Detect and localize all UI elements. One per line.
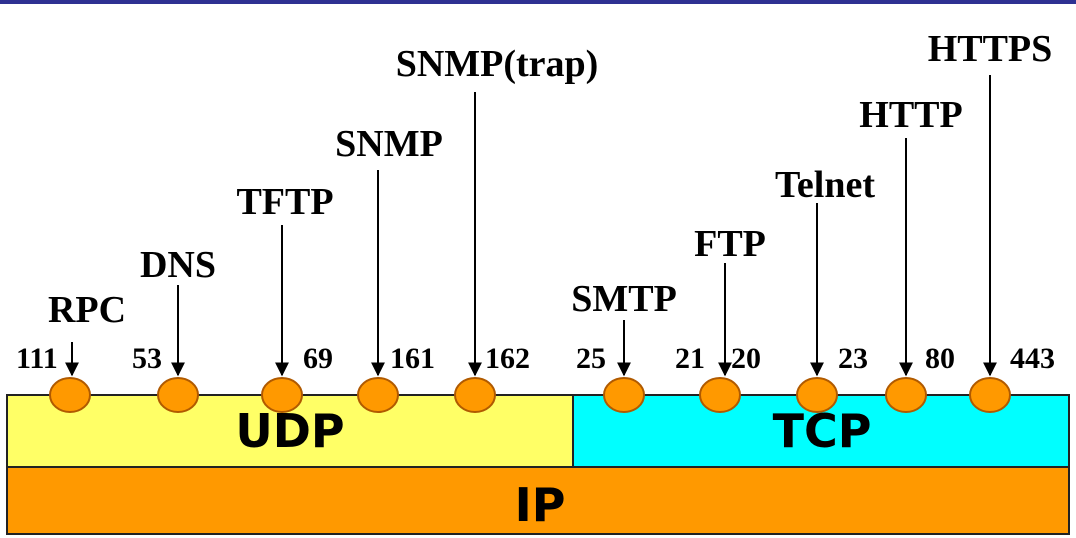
ip-label: IP — [515, 478, 566, 532]
port-dns-name: DNS — [140, 244, 216, 286]
port-smtp-name: SMTP — [571, 278, 677, 320]
port-tftp-name: TFTP — [236, 181, 333, 223]
port-snmp-name: SNMP — [335, 123, 443, 165]
tcp-label: TCP — [773, 404, 872, 458]
port-rpc: RPC 111 — [16, 289, 126, 413]
ip-box — [6, 466, 1070, 535]
port-http: HTTP 80 — [859, 94, 963, 413]
port-snmp-trap-name: SNMP(trap) — [396, 43, 599, 85]
port-smtp-circle — [603, 377, 645, 413]
port-snmp-trap: SNMP(trap) 162 — [396, 43, 599, 413]
port-dns-number: 53 — [132, 342, 162, 375]
port-snmp: SNMP 161 — [335, 123, 443, 413]
port-smtp-number: 25 — [576, 342, 606, 375]
port-ftp-circle — [699, 377, 741, 413]
port-rpc-circle — [49, 377, 91, 413]
port-ftp-number-20: 20 — [731, 342, 761, 375]
port-tftp-circle — [261, 377, 303, 413]
port-telnet-number: 23 — [838, 342, 868, 375]
port-https-number: 443 — [1010, 342, 1055, 375]
port-dns-circle — [157, 377, 199, 413]
port-telnet-circle — [796, 377, 838, 413]
port-http-circle — [885, 377, 927, 413]
port-smtp: SMTP 25 — [571, 278, 677, 413]
port-tftp-number: 69 — [303, 342, 333, 375]
port-dns: DNS 53 — [132, 244, 216, 413]
port-ftp: FTP 21 20 — [675, 223, 766, 413]
port-https-circle — [969, 377, 1011, 413]
port-snmp-trap-number: 162 — [485, 342, 530, 375]
port-http-name: HTTP — [859, 94, 962, 136]
port-telnet: Telnet 23 — [775, 164, 875, 413]
port-snmp-number: 161 — [390, 342, 435, 375]
port-ftp-name: FTP — [694, 223, 766, 265]
port-http-number: 80 — [925, 342, 955, 375]
port-ftp-number-21: 21 — [675, 342, 705, 375]
port-rpc-number: 111 — [16, 342, 58, 375]
port-rpc-name: RPC — [48, 289, 126, 331]
port-snmp-trap-circle — [454, 377, 496, 413]
port-telnet-name: Telnet — [775, 164, 875, 206]
port-https: HTTPS 443 — [928, 28, 1055, 413]
port-tftp: TFTP 69 — [236, 181, 334, 413]
port-https-name: HTTPS — [928, 28, 1053, 70]
udp-label: UDP — [235, 404, 344, 458]
top-rule — [0, 0, 1076, 4]
port-snmp-circle — [357, 377, 399, 413]
